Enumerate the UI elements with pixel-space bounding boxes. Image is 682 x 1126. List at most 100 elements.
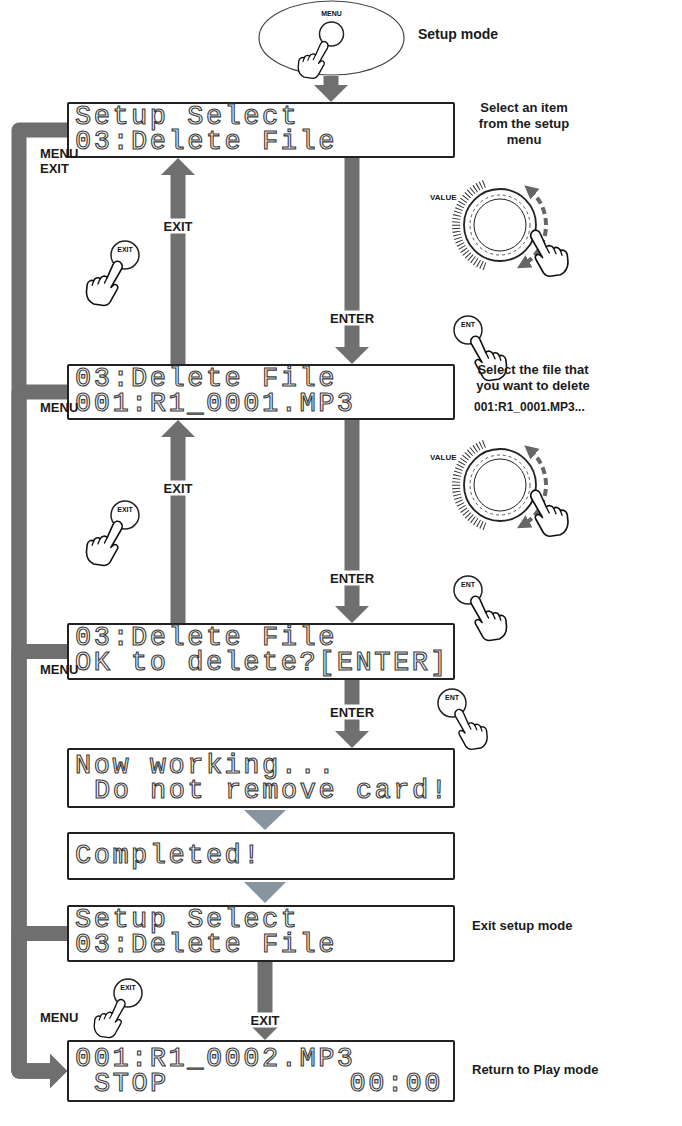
flow-arrow [161,420,195,623]
annotation: Select the file that you want to delete [470,362,596,394]
annotation: Exit setup mode [472,918,572,934]
arrow-shaft [19,934,67,1072]
lcd-row: OK to delete?[ENTER] [75,651,453,676]
push-button: ENT [436,687,468,719]
lcd-row: STOP 00:00 [75,1072,453,1097]
lcd-row: 03:Delete File [75,626,453,651]
flow-arrow [244,882,286,903]
knob-illustration [456,184,546,527]
lcd-row: Now working... [75,754,453,779]
annotation: Return to Play mode [472,1062,598,1078]
lcd-row: 03:Delete File [75,933,453,958]
lcd-text: Setup Select [75,105,453,130]
push-button: EXIT [109,239,141,271]
lcd-screen: Setup Select03:Delete File [67,102,455,158]
arrow-head [244,810,286,830]
arrow-shaft [171,175,186,364]
arrow-label: ENTER [328,705,376,720]
pressing-hand [455,709,487,749]
flow-arrow [161,158,195,364]
pressing-hand [86,261,122,305]
arrow-shaft [19,130,67,1071]
lcd-row: 001:R1_0001.MP3 [75,392,453,417]
push-button: EXIT [109,499,141,531]
button-label: EXIT [109,246,141,254]
value-knob [456,444,546,527]
lcd-screen: 03:Delete FileOK to delete?[ENTER] [67,623,455,680]
lcd-row: Do not remove card! [75,779,453,804]
hand-illustration [86,42,568,1038]
lcd-screen: 03:Delete File001:R1_0001.MP3 [67,364,455,420]
button-outline [452,574,484,606]
button-label: EXIT [109,506,141,514]
lcd-row: Completed! [75,844,453,869]
arrow-head [50,1054,67,1088]
annotation: VALUE [430,452,457,463]
arrow-head [244,882,286,903]
lcd-text: Do not remove card! [75,779,453,804]
arrow-label: EXIT [249,1013,282,1028]
pressing-hand [471,596,507,640]
lcd-text: Completed! [75,844,453,869]
lcd-row: 03:Delete File [75,130,453,155]
button-outline [109,239,141,271]
annotation: Setup mode [418,26,498,43]
arrow-head [335,606,369,623]
lcd-text: Now working... [75,754,453,779]
menu-button: MENU [258,0,405,76]
lcd-text: 03:Delete File [75,130,453,155]
arrow-head [314,85,348,102]
arrow-label: MENU EXIT [40,146,84,176]
lcd-row: 001:R1_0002.MP3 [75,1047,453,1072]
button-label: EXIT [112,984,144,992]
lcd-screen: 001:R1_0002.MP3STOP 00:00 [67,1040,455,1102]
arrow-shaft [324,76,339,85]
arrow-label: ENTER [328,571,376,586]
lcd-text: Setup Select [75,908,453,933]
lcd-text: 03:Delete File [75,933,453,958]
arrow-head [335,731,369,748]
button-circle [320,22,344,46]
arrow-label: MENU [40,662,84,677]
annotation: VALUE [430,192,457,203]
value-knob [456,184,546,267]
arrow-shaft [19,392,67,1071]
button-outline [109,499,141,531]
button-circle [454,576,482,604]
arrow-head [161,420,195,437]
arrow-label: MENU [40,1010,84,1025]
button-circle [111,501,139,529]
pressing-hand [86,521,122,565]
button-outline [436,687,468,719]
lcd-screen: Setup Select03:Delete File [67,905,455,962]
push-button: ENT [452,314,484,346]
lcd-text: 03:Delete File [75,367,453,392]
lcd-text: 001:R1_0002.MP3 [75,1047,453,1072]
lcd-row: Setup Select [75,908,453,933]
flow-arrow [314,76,348,102]
pressing-hand [94,999,125,1037]
menu-return-arrow [19,392,67,1088]
flow-arrow [335,158,369,364]
lcd-text: 03:Delete File [75,626,453,651]
lcd-text: STOP [75,1072,169,1097]
flow-arrow [244,810,286,830]
flow-arrow [335,420,369,623]
button-circle [454,316,482,344]
lcd-screen: Completed! [67,832,455,880]
arrow-head [50,1054,67,1088]
annotation: Select an item from the setup menu [474,100,574,148]
flow-arrow [248,962,282,1040]
button-outline [112,977,144,1009]
button-outline [452,314,484,346]
lcd-text: 00:00 [349,1072,443,1097]
button-circle [438,689,466,717]
button-label: ENT [452,581,484,589]
lcd-row: Setup Select [75,105,453,130]
arrow-label: ENTER [328,311,376,326]
arrow-shaft [19,652,67,1072]
arrow-head [50,1054,67,1088]
